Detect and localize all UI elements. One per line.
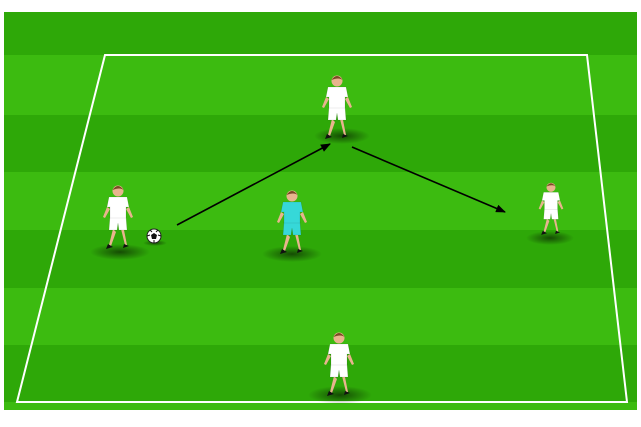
player-body-part: [123, 244, 129, 248]
player-body-part: [108, 216, 128, 231]
player-body-part: [328, 119, 335, 136]
player-body-part: [330, 376, 337, 393]
player-body-part: [347, 354, 354, 365]
player-body-part: [553, 218, 559, 232]
grass-stripe: [4, 115, 637, 172]
player-body-part: [322, 97, 329, 108]
player-body-part: [106, 244, 113, 249]
defender-player-middle: [277, 190, 307, 254]
player-body-part: [345, 97, 352, 108]
player-body-part: [541, 191, 561, 210]
attacker-player-bottom: [324, 332, 354, 396]
grass-stripe: [4, 288, 637, 345]
player-body-part: [283, 234, 290, 251]
player-body-part: [297, 249, 303, 253]
grass-stripe: [4, 12, 637, 55]
attacker-player-top: [322, 75, 352, 139]
pass-arrow-to-right: [351, 146, 506, 213]
player-body-part: [280, 249, 287, 254]
player-body-part: [342, 134, 348, 138]
player-body-part: [555, 230, 561, 235]
grass-stripe: [4, 402, 637, 410]
player-body-part: [286, 191, 298, 195]
player-body-part: [112, 186, 124, 190]
grass-stripes: [4, 12, 637, 410]
shadow-left-player: [90, 244, 150, 260]
shadow-middle-player: [262, 246, 322, 262]
player-body-part: [546, 183, 556, 187]
player-body-part: [557, 200, 564, 210]
player-body-part: [277, 212, 284, 223]
player-body-part: [538, 200, 545, 210]
shadow-top-player: [314, 128, 370, 144]
player-body-part: [109, 229, 116, 246]
player-body-part: [324, 354, 331, 365]
player-body-part: [126, 207, 133, 218]
player-body-part: [325, 86, 349, 109]
player-body-part: [103, 207, 110, 218]
player-body-part: [295, 234, 301, 250]
player-body-part: [327, 391, 334, 396]
pass-arrow-to-top: [176, 143, 331, 226]
player-body-part: [325, 134, 332, 139]
player-body-part: [106, 196, 130, 219]
player-body-part: [280, 201, 304, 224]
player-body-part: [543, 208, 559, 220]
player-body-part: [300, 212, 307, 223]
player-body-part: [543, 218, 550, 233]
pitch-boundary: [15, 54, 629, 403]
player-body-part: [282, 221, 302, 236]
player-body-part: [342, 376, 348, 392]
attacker-player-right: [538, 182, 564, 235]
player-body-part: [121, 229, 127, 245]
player-body-part: [541, 230, 547, 235]
player-body-part: [329, 363, 349, 378]
shadow-bottom-player: [308, 386, 372, 404]
player-body-part: [331, 76, 343, 80]
player-body-part: [327, 106, 347, 121]
player-body-part: [344, 391, 350, 395]
player-body-part: [340, 119, 346, 135]
soccer-ball: [146, 228, 162, 244]
attacker-player-left: [103, 185, 133, 249]
player-body-part: [327, 343, 351, 366]
grass-stripe: [4, 55, 637, 115]
player-body-part: [333, 333, 345, 337]
shadow-right-player: [526, 231, 574, 245]
